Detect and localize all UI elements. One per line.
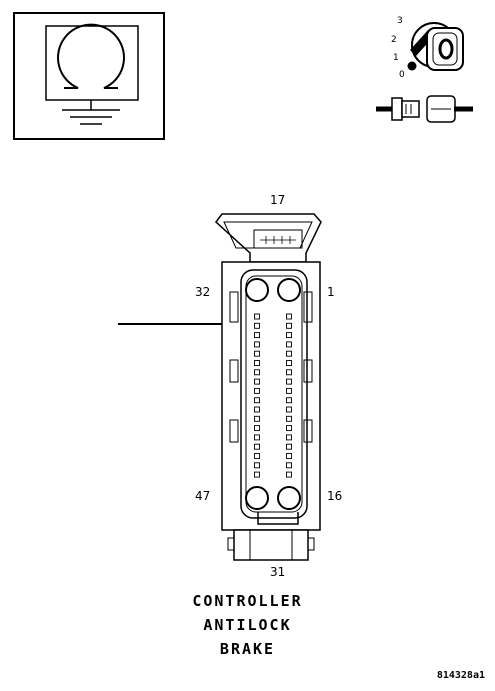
pin-cavity — [254, 313, 260, 320]
pin-cavity — [286, 453, 292, 459]
ignition-key-icon: 3 2 1 0 — [391, 16, 464, 80]
pin-cavity — [254, 350, 260, 357]
ohmmeter-icon — [13, 12, 165, 140]
pin-cavity — [254, 360, 260, 366]
pin-cavity — [254, 397, 260, 404]
pin-cavity — [286, 406, 292, 413]
pin-cavity — [254, 378, 260, 385]
pin-cavity — [286, 462, 292, 469]
pin-cavities — [254, 313, 292, 478]
pin-cavity — [254, 387, 260, 394]
pin-cavity — [254, 443, 260, 450]
caption-line-3: BRAKE — [219, 640, 276, 658]
pin-cavity — [254, 406, 260, 413]
pin-number-upper-left: 32 — [195, 285, 210, 299]
pin-cavity — [254, 322, 260, 329]
figure-id: 814328a1 — [436, 670, 485, 681]
pin-number-upper-right: 1 — [327, 285, 335, 299]
ignition-position-3: 3 — [397, 16, 403, 26]
pin-number-lower-left: 47 — [195, 489, 210, 503]
pin-cavity — [254, 341, 260, 348]
pin-cavity — [254, 369, 260, 376]
pin-cavity — [286, 341, 292, 348]
pin-cavity — [286, 313, 292, 320]
pin-cavity — [286, 369, 292, 376]
pin-cavity — [254, 415, 260, 422]
disconnected-connector-icon — [376, 95, 473, 123]
pin-cavity — [286, 350, 292, 357]
pin-cavity — [286, 387, 292, 394]
pin-cavity — [254, 471, 260, 478]
pin-cavity — [286, 360, 292, 366]
caption-line-2: ANTILOCK — [203, 616, 292, 634]
pin-cavity — [254, 434, 260, 441]
pin-cavity — [286, 471, 292, 478]
ignition-position-1: 1 — [393, 53, 399, 63]
pin-cavity — [254, 425, 260, 432]
pin-number-bottom: 31 — [270, 565, 285, 579]
ignition-position-0: 0 — [399, 70, 405, 80]
pin-cavity — [254, 462, 260, 469]
pin-cavity — [286, 425, 292, 432]
pin-cavity — [254, 332, 260, 339]
pin-cavity — [286, 397, 292, 404]
pin-cavity — [254, 453, 260, 459]
caption-line-1: CONTROLLER — [192, 592, 303, 610]
connector-body — [214, 213, 322, 561]
pin-cavity — [286, 378, 292, 385]
pin-cavity — [286, 332, 292, 339]
pin-number-lower-right: 16 — [327, 489, 342, 503]
pin-cavity — [286, 434, 292, 441]
pin-number-top: 17 — [270, 193, 285, 207]
ignition-position-2: 2 — [391, 35, 397, 45]
pin-cavity — [286, 322, 292, 329]
pin-cavity — [286, 443, 292, 450]
pin-cavity — [286, 415, 292, 422]
